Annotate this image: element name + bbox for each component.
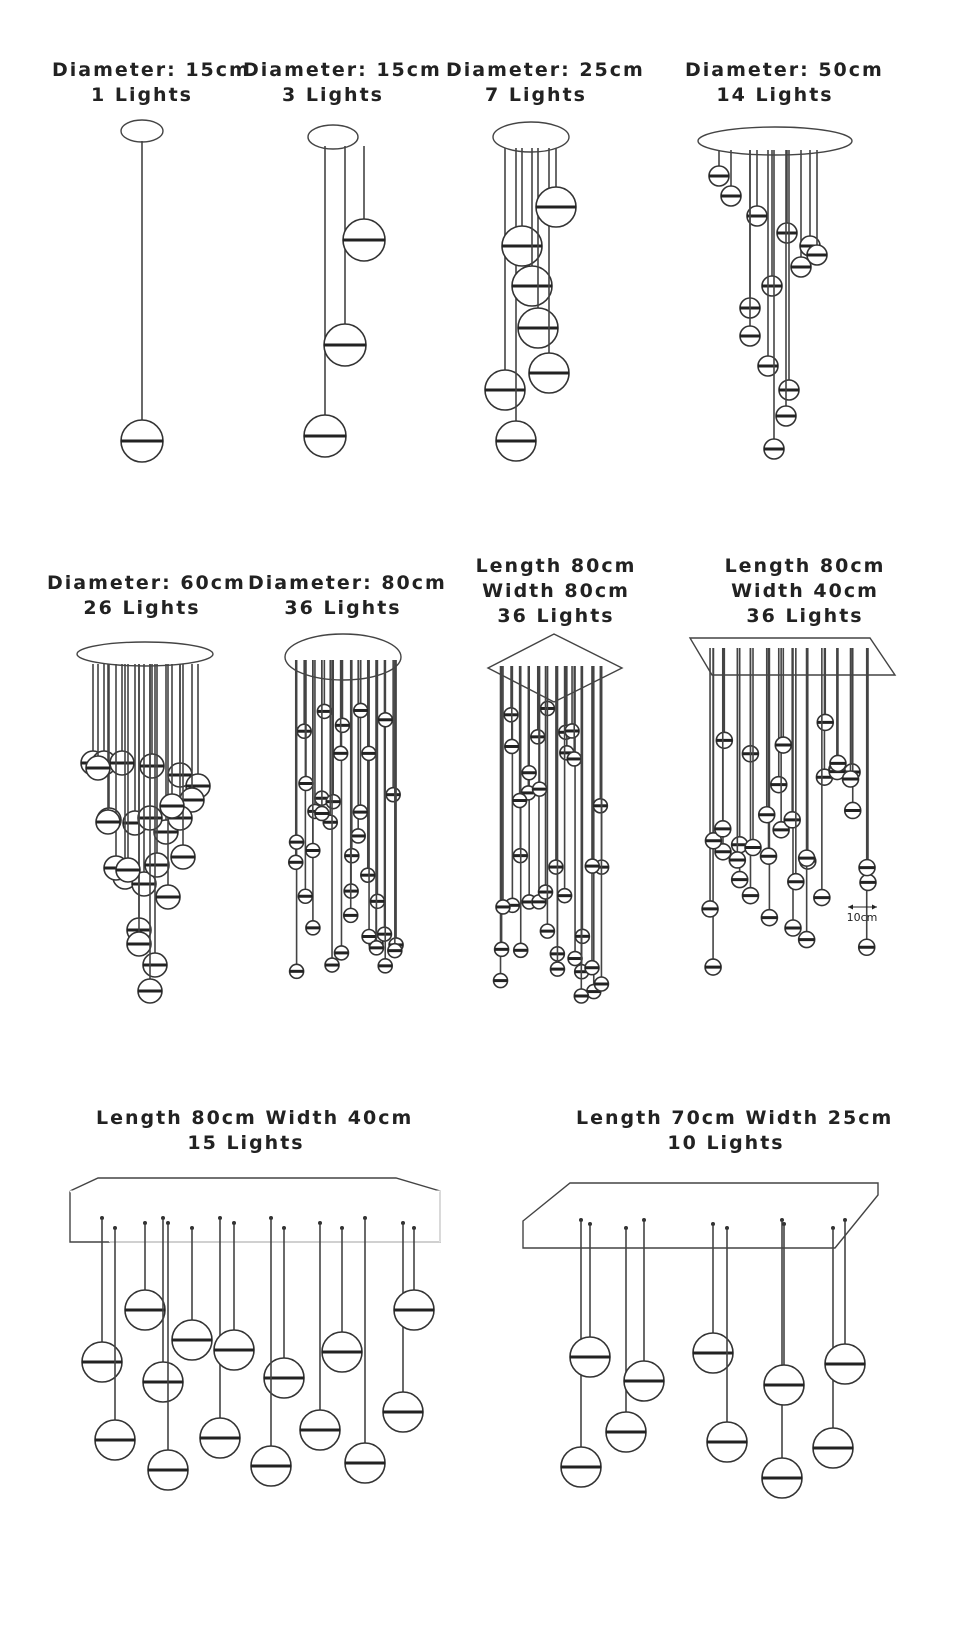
mount-point bbox=[831, 1226, 835, 1230]
label-rect-80x40-36: Length 80cm Width 40cm 36 Lights bbox=[715, 554, 895, 629]
label-rect-80x40-15: Length 80cm Width 40cm 15 Lights bbox=[96, 1106, 414, 1156]
label-line-2: 7 Lights bbox=[485, 84, 587, 106]
mount-point bbox=[232, 1221, 236, 1225]
mount-point bbox=[282, 1226, 286, 1230]
dimension-arrow-left bbox=[848, 904, 853, 910]
mount-point bbox=[269, 1216, 273, 1220]
mount-point bbox=[642, 1218, 646, 1222]
ceiling-canopy bbox=[697, 126, 853, 156]
ceiling-canopy bbox=[492, 121, 570, 153]
mount-point bbox=[318, 1221, 322, 1225]
label-line-1: Length 80cm bbox=[724, 555, 886, 577]
mount-point bbox=[161, 1216, 165, 1220]
mount-point bbox=[218, 1216, 222, 1220]
label-line-2: 14 Lights bbox=[716, 84, 834, 106]
mount-point bbox=[113, 1226, 117, 1230]
label-rect-70x25-10: Length 70cm Width 25cm 10 Lights bbox=[576, 1106, 894, 1156]
mount-point bbox=[782, 1222, 786, 1226]
label-line-3: 36 Lights bbox=[497, 605, 615, 627]
label-diameter-80-36: Diameter: 80cm 36 Lights bbox=[248, 571, 447, 621]
label-line-1: Length 80cm Width 40cm bbox=[96, 1107, 414, 1129]
mount-point bbox=[401, 1221, 405, 1225]
mount-point bbox=[725, 1226, 729, 1230]
label-line-2: 36 Lights bbox=[284, 597, 402, 619]
mount-point bbox=[190, 1226, 194, 1230]
label-diameter-15-3: Diameter: 15cm 3 Lights bbox=[243, 58, 442, 108]
mount-point bbox=[143, 1221, 147, 1225]
mount-point bbox=[711, 1222, 715, 1226]
label-line-2: 15 Lights bbox=[187, 1132, 305, 1154]
label-line-1: Diameter: 15cm bbox=[52, 59, 251, 81]
label-square-80-36: Length 80cm Width 80cm 36 Lights bbox=[466, 554, 646, 629]
mount-point bbox=[166, 1221, 170, 1225]
label-line-1: Diameter: 15cm bbox=[243, 59, 442, 81]
label-line-1: Diameter: 25cm bbox=[446, 59, 645, 81]
label-line-2: 26 Lights bbox=[83, 597, 201, 619]
label-line-2: 1 Lights bbox=[91, 84, 193, 106]
mount-point bbox=[100, 1216, 104, 1220]
mount-point bbox=[843, 1218, 847, 1222]
label-line-1: Diameter: 60cm bbox=[47, 572, 246, 594]
mount-point bbox=[624, 1226, 628, 1230]
label-line-2: Width 40cm bbox=[731, 580, 879, 602]
label-line-2: 3 Lights bbox=[282, 84, 384, 106]
dimension-note-text: 10cm bbox=[847, 911, 878, 924]
label-line-2: Width 80cm bbox=[482, 580, 630, 602]
dimension-arrow-right bbox=[872, 904, 877, 910]
label-diameter-25-7: Diameter: 25cm 7 Lights bbox=[446, 58, 645, 108]
mount-point bbox=[579, 1218, 583, 1222]
mount-point bbox=[780, 1218, 784, 1222]
label-line-1: Diameter: 80cm bbox=[248, 572, 447, 594]
ceiling-canopy bbox=[522, 1182, 879, 1249]
label-line-3: 36 Lights bbox=[746, 605, 864, 627]
mount-point bbox=[363, 1216, 367, 1220]
mount-point bbox=[412, 1226, 416, 1230]
canopy-edge bbox=[68, 1190, 441, 1243]
mount-point bbox=[340, 1226, 344, 1230]
ceiling-canopy bbox=[307, 124, 359, 150]
ceiling-canopy bbox=[76, 641, 214, 667]
label-diameter-50-14: Diameter: 50cm 14 Lights bbox=[685, 58, 884, 108]
label-line-1: Length 70cm Width 25cm bbox=[576, 1107, 894, 1129]
label-diameter-15-1: Diameter: 15cm 1 Lights bbox=[52, 58, 251, 108]
mount-point bbox=[588, 1222, 592, 1226]
label-line-1: Diameter: 50cm bbox=[685, 59, 884, 81]
label-diameter-60-26: Diameter: 60cm 26 Lights bbox=[47, 571, 246, 621]
label-line-1: Length 80cm bbox=[475, 555, 637, 577]
label-line-2: 10 Lights bbox=[667, 1132, 785, 1154]
